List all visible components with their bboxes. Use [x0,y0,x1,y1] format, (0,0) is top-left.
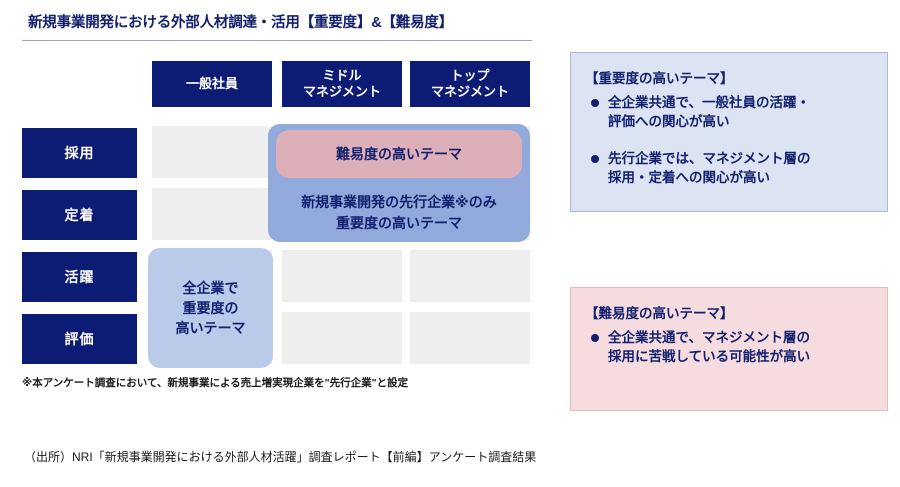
bullet-text: 全企業共通で、マネジメント層の採用に苦戦している可能性が高い [608,330,811,365]
panel-high-importance: 【重要度の高いテーマ】 全企業共通で、一般社員の活躍・評価への関心が高い 先行企… [570,52,888,212]
column-header-top-management: トップマネジメント [410,61,530,107]
overlay-high-difficulty: 難易度の高いテーマ [276,130,522,178]
matrix-chart: 一般社員 ミドルマネジメント トップマネジメント 採用 定着 活躍 評価 全企業… [22,61,530,368]
matrix-cell [282,250,402,302]
column-header-general-staff: 一般社員 [152,61,272,107]
overlay-leading-companies-label: 新規事業開発の先行企業※のみ重要度の高いテーマ [301,194,497,231]
title-divider [22,40,532,41]
panel-high-difficulty-heading: 【難易度の高いテーマ】 [585,306,734,321]
row-header-recruitment: 採用 [22,128,137,178]
source-citation: （出所）NRI「新規事業開発における外部人材活躍」調査レポート【前編】アンケート… [24,450,537,464]
matrix-cell [410,250,530,302]
bullet-dot-icon [591,334,599,342]
list-item: 先行企業では、マネジメント層の採用・定着への関心が高い [585,149,875,187]
page-title: 新規事業開発における外部人材調達・活用【重要度】&【難易度】 [28,15,453,31]
footnote: ※本アンケート調査において、新規事業による売上増実現企業を"先行企業"と設定 [22,377,409,389]
row-header-retention: 定着 [22,190,137,240]
bullet-dot-icon [591,99,599,107]
matrix-cell [410,312,530,364]
overlay-all-companies-high-importance: 全企業で重要度の高いテーマ [148,248,273,368]
overlay-all-companies-label: 全企業で重要度の高いテーマ [175,279,246,337]
matrix-cell [152,126,272,178]
column-header-middle-management: ミドルマネジメント [282,61,402,107]
panel-high-difficulty: 【難易度の高いテーマ】 全企業共通で、マネジメント層の採用に苦戦している可能性が… [570,287,888,411]
row-header-evaluation: 評価 [22,314,137,364]
list-item: 全企業共通で、マネジメント層の採用に苦戦している可能性が高い [585,328,875,366]
matrix-cell [152,188,272,240]
bullet-text: 先行企業では、マネジメント層の採用・定着への関心が高い [608,151,811,186]
row-header-performance: 活躍 [22,252,137,302]
bullet-text: 全企業共通で、一般社員の活躍・評価への関心が高い [608,95,810,130]
list-item: 全企業共通で、一般社員の活躍・評価への関心が高い [585,93,875,131]
panel-high-importance-heading: 【重要度の高いテーマ】 [585,71,734,86]
bullet-dot-icon [591,155,599,164]
matrix-cell [282,312,402,364]
